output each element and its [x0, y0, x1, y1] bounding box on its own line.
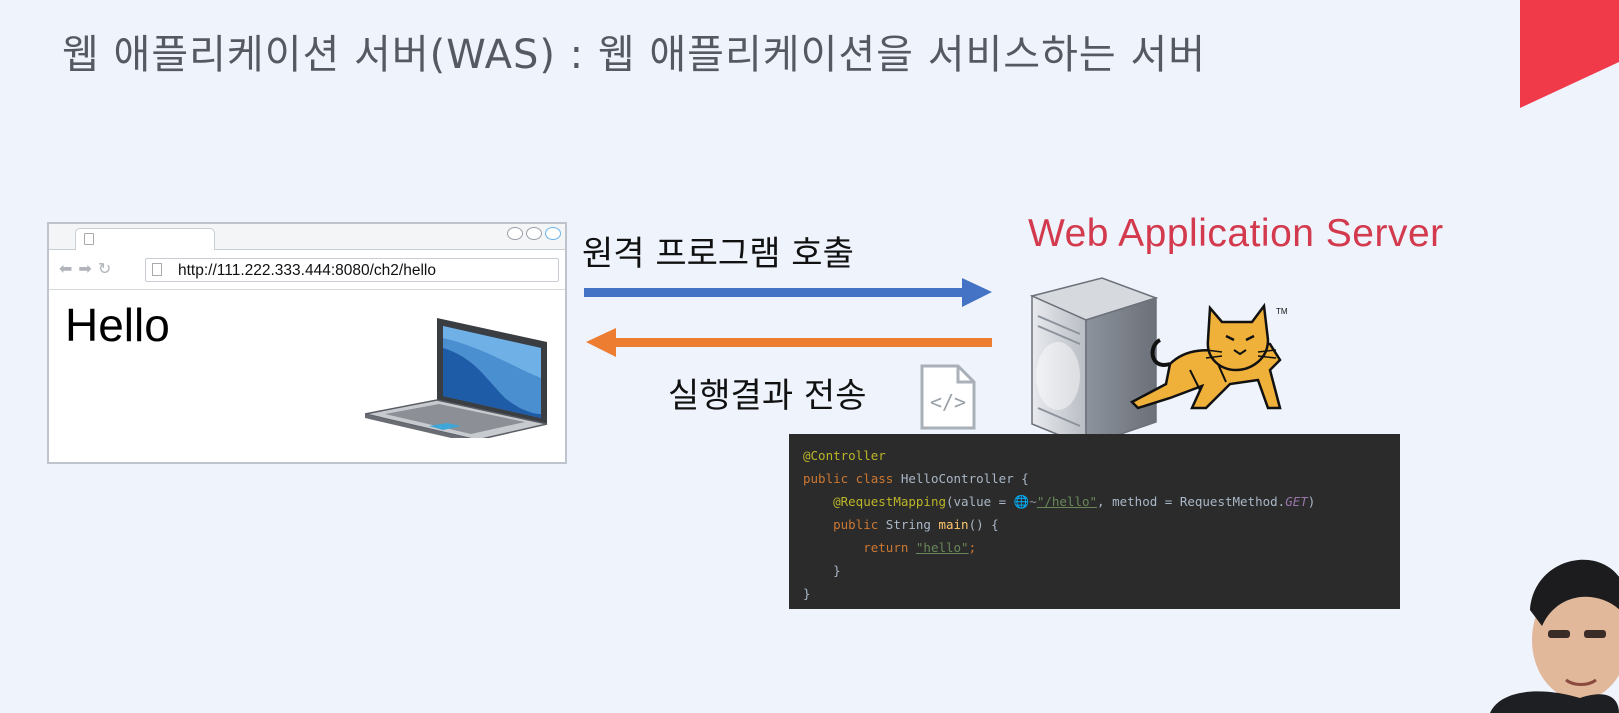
- nav-buttons: ⬅ ➡ ↻: [59, 260, 111, 278]
- browser-tab[interactable]: [75, 228, 215, 250]
- response-label: 실행결과 전송: [668, 376, 867, 416]
- url-text: http://111.222.333.444:8080/ch2/hello: [178, 262, 436, 279]
- request-arrow: [584, 278, 992, 307]
- browser-toolbar: ⬅ ➡ ↻ http://111.222.333.444:8080/ch2/he…: [49, 250, 565, 290]
- code-line: }: [803, 586, 811, 601]
- code-line: public String main() {: [833, 517, 999, 532]
- code-line: @RequestMapping(value = 🌐~"/hello", meth…: [833, 494, 1316, 509]
- was-title: Web Application Server: [1028, 212, 1444, 255]
- browser-window: ⬅ ➡ ↻ http://111.222.333.444:8080/ch2/he…: [47, 222, 567, 464]
- page-content-text: Hello: [65, 299, 170, 351]
- reload-icon[interactable]: ↻: [97, 259, 112, 278]
- presenter-video: [1490, 559, 1619, 713]
- minimize-button[interactable]: [507, 227, 523, 240]
- page-icon: [84, 233, 94, 245]
- page-icon: [152, 263, 162, 276]
- code-snippet: @Controller public class HelloController …: [789, 434, 1400, 609]
- window-controls: [507, 227, 561, 240]
- code-line: }: [833, 563, 841, 578]
- back-arrow-icon[interactable]: ⬅: [59, 259, 73, 278]
- response-arrow: [586, 328, 992, 357]
- maximize-button[interactable]: [526, 227, 542, 240]
- code-line: return "hello";: [863, 540, 977, 555]
- flow-arrows: [584, 278, 992, 357]
- corner-accent-shape: [1520, 0, 1619, 108]
- request-label: 원격 프로그램 호출: [582, 234, 854, 274]
- slide-title: 웹 애플리케이션 서버(WAS) : 웹 애플리케이션을 서비스하는 서버: [62, 32, 1207, 78]
- tomcat-logo-icon: TM: [1130, 302, 1288, 410]
- svg-text:TM: TM: [1276, 307, 1288, 316]
- browser-title-bar: [49, 224, 565, 250]
- close-button[interactable]: [545, 227, 561, 240]
- code-line: public class HelloController {: [803, 471, 1029, 486]
- svg-text:</>: </>: [930, 390, 966, 414]
- laptop-icon: [365, 318, 548, 438]
- address-bar[interactable]: http://111.222.333.444:8080/ch2/hello: [145, 258, 559, 282]
- code-line: @Controller: [803, 448, 886, 463]
- server-tower-icon: [1029, 277, 1159, 448]
- code-file-icon: </>: [920, 364, 976, 430]
- forward-arrow-icon[interactable]: ➡: [78, 259, 92, 278]
